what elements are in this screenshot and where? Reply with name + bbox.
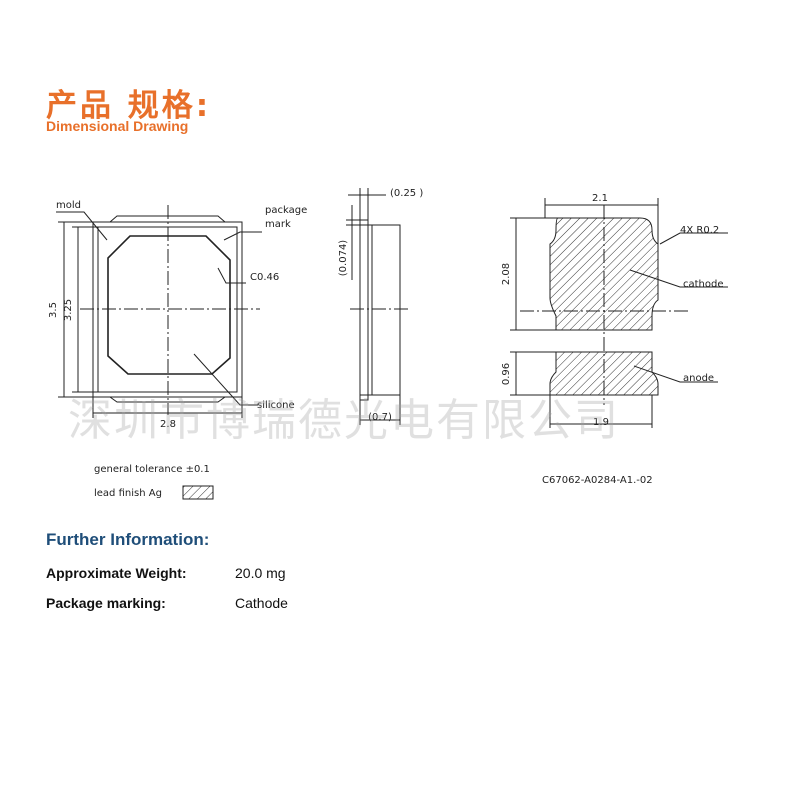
bottom-view — [510, 198, 728, 428]
title-english: Dimensional Drawing — [46, 118, 189, 134]
dim-side-bottom: (0.7) — [368, 412, 392, 423]
label-mold: mold — [56, 200, 81, 211]
lead-tab-bottom — [109, 396, 226, 403]
dim-height-outer: 3.5 — [48, 302, 59, 318]
drawing-number: C67062-A0284-A1.-02 — [542, 475, 653, 486]
lead-finish-swatch — [182, 485, 214, 500]
dim-side-left: (0.074) — [338, 240, 349, 277]
label-package-mark-1: package — [265, 205, 307, 216]
info-key-marking: Package marking: — [46, 595, 166, 611]
dim-width: 2.8 — [160, 419, 176, 430]
dim-bottom-width: 1.9 — [593, 417, 609, 428]
note-tolerance: general tolerance ±0.1 — [94, 464, 210, 475]
info-title: Further Information: — [46, 530, 210, 549]
dim-height-inner: 3.25 — [63, 299, 74, 321]
silicone-cavity — [107, 235, 231, 375]
label-cathode: cathode — [683, 279, 724, 290]
dim-anode-height: 0.96 — [501, 363, 512, 385]
label-chamfer: C0.46 — [250, 272, 279, 283]
dim-cathode-height: 2.08 — [501, 263, 512, 285]
side-lead — [359, 219, 369, 401]
label-anode: anode — [683, 373, 714, 384]
watermark: 深圳市博瑞德光电有限公司 — [68, 395, 620, 446]
side-view — [346, 188, 410, 425]
dimensional-drawing: mold package mark C0.46 silicone 3.5 3.2… — [48, 188, 728, 500]
side-body — [359, 224, 401, 396]
label-package-mark-2: mark — [265, 219, 291, 230]
dim-side-top: (0.25 ) — [390, 188, 423, 199]
label-radius: 4X R0.2 — [680, 225, 719, 236]
title-chinese: 产品 规格: — [46, 88, 212, 124]
dim-bottom-top: 2.1 — [592, 193, 608, 204]
info-value-weight: 20.0 mg — [235, 565, 286, 581]
label-silicone: silicone — [257, 400, 295, 411]
note-lead-finish: lead finish Ag — [94, 488, 162, 499]
info-value-marking: Cathode — [235, 595, 288, 611]
front-view — [56, 205, 262, 418]
anode-pad — [549, 351, 659, 396]
info-key-weight: Approximate Weight: — [46, 565, 187, 581]
